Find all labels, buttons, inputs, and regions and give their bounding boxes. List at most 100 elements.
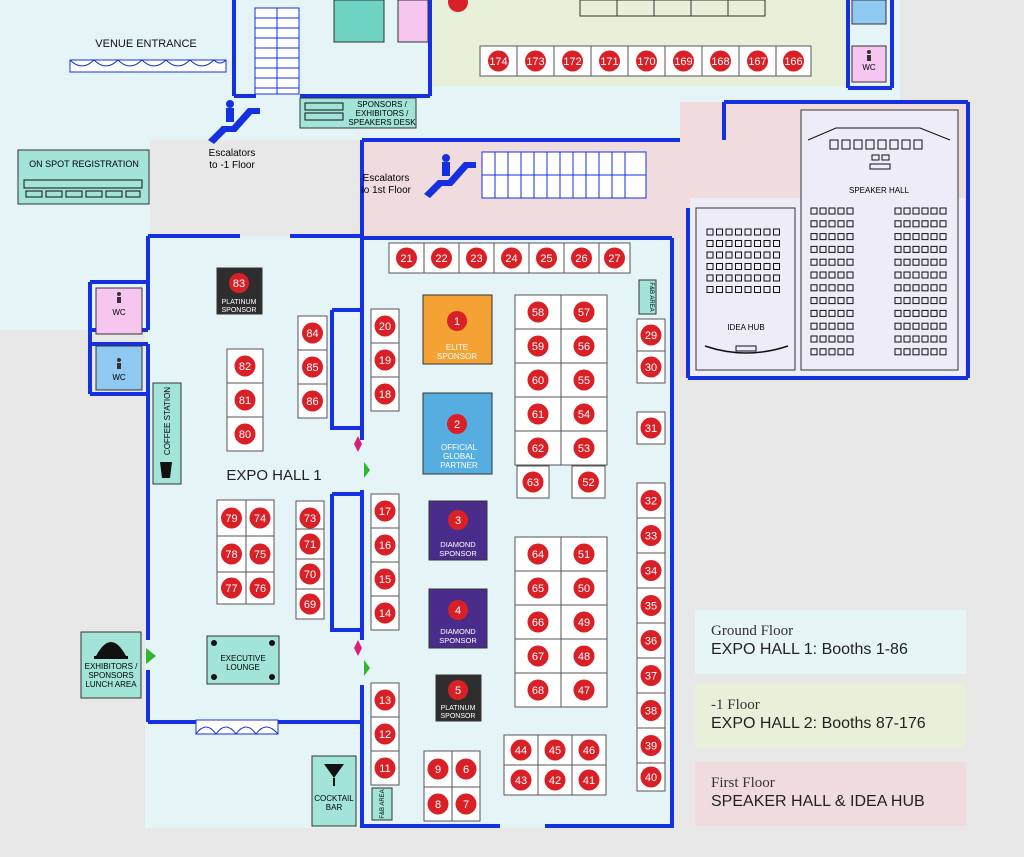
wc-pink[interactable]: WC xyxy=(95,287,143,335)
platinum-sponsor-booth-5[interactable]: 5 PLATINUM SPONSOR xyxy=(435,674,482,722)
booth-22[interactable]: 22 xyxy=(423,242,460,274)
booth-36[interactable]: 36 xyxy=(636,622,666,659)
fb-area-bottom[interactable]: F&B AREA xyxy=(371,787,393,821)
booth-7[interactable]: 7 xyxy=(451,786,481,822)
booth-27[interactable]: 27 xyxy=(598,242,631,274)
booth-53[interactable]: 53 xyxy=(560,430,608,466)
booth-60[interactable]: 60 xyxy=(514,362,562,398)
booth-8[interactable]: 8 xyxy=(423,786,453,822)
booth-170[interactable]: 170 xyxy=(627,45,666,77)
booth-75[interactable]: 75 xyxy=(245,535,275,573)
speaker-hall[interactable]: SPEAKER HALL xyxy=(800,109,959,371)
booth-67[interactable]: 67 xyxy=(514,638,562,674)
booth-17[interactable]: 17 xyxy=(370,493,400,529)
booth-78[interactable]: 78 xyxy=(216,535,247,573)
booth-18[interactable]: 18 xyxy=(370,376,400,412)
idea-hub[interactable]: IDEA HUB xyxy=(695,207,796,371)
booth-68[interactable]: 68 xyxy=(514,672,562,708)
booth-9[interactable]: 9 xyxy=(423,750,453,788)
platinum-sponsor-booth-83[interactable]: 83 PLATINUM SPONSOR xyxy=(216,267,263,315)
booth-79[interactable]: 79 xyxy=(216,499,247,537)
booth-63[interactable]: 63 xyxy=(516,465,550,499)
booth-66[interactable]: 66 xyxy=(514,604,562,640)
cocktail-bar[interactable]: COCKTAIL BAR xyxy=(311,755,357,827)
booth-40[interactable]: 40 xyxy=(636,762,666,792)
fb-area-top[interactable]: F&B AREA xyxy=(638,279,657,315)
booth-64[interactable]: 64 xyxy=(514,536,562,572)
booth-166[interactable]: 166 xyxy=(775,45,812,77)
executive-lounge[interactable]: EXECUTIVE LOUNGE xyxy=(206,635,280,685)
booth-59[interactable]: 59 xyxy=(514,328,562,364)
wc-blue[interactable]: WC xyxy=(95,345,143,391)
booth-70[interactable]: 70 xyxy=(295,558,325,590)
booth-55[interactable]: 55 xyxy=(560,362,608,398)
booth-20[interactable]: 20 xyxy=(370,308,400,344)
booth-172[interactable]: 172 xyxy=(553,45,592,77)
booth-33[interactable]: 33 xyxy=(636,517,666,554)
booth-41[interactable]: 41 xyxy=(571,764,607,796)
booth-30[interactable]: 30 xyxy=(636,350,666,384)
booth-35[interactable]: 35 xyxy=(636,587,666,624)
booth-45[interactable]: 45 xyxy=(537,734,573,766)
booth-37[interactable]: 37 xyxy=(636,657,666,694)
booth-14[interactable]: 14 xyxy=(370,595,400,631)
official-global-partner-booth[interactable]: 2 OFFICIAL GLOBAL PARTNER xyxy=(422,392,493,475)
booth-74[interactable]: 74 xyxy=(245,499,275,537)
booth-43[interactable]: 43 xyxy=(503,764,539,796)
booth-25[interactable]: 25 xyxy=(528,242,565,274)
booth-38[interactable]: 38 xyxy=(636,692,666,729)
diamond-sponsor-booth-4[interactable]: 4 DIAMOND SPONSOR xyxy=(428,588,488,649)
booth-174[interactable]: 174 xyxy=(479,45,518,77)
booth-167[interactable]: 167 xyxy=(738,45,777,77)
booth-52[interactable]: 52 xyxy=(571,465,606,499)
booth-62[interactable]: 62 xyxy=(514,430,562,466)
booth-80[interactable]: 80 xyxy=(226,416,264,452)
exhibitors-sponsors-lunch-area[interactable]: EXHIBITORS / SPONSORS LUNCH AREA xyxy=(80,631,142,699)
booth-24[interactable]: 24 xyxy=(493,242,530,274)
booth-23[interactable]: 23 xyxy=(458,242,495,274)
booth-46[interactable]: 46 xyxy=(571,734,607,766)
booth-39[interactable]: 39 xyxy=(636,727,666,764)
booth-168[interactable]: 168 xyxy=(701,45,740,77)
booth-32[interactable]: 32 xyxy=(636,482,666,519)
booth-169[interactable]: 169 xyxy=(664,45,703,77)
booth-6[interactable]: 6 xyxy=(451,750,481,788)
booth-31[interactable]: 31 xyxy=(636,411,666,445)
booth-15[interactable]: 15 xyxy=(370,561,400,597)
elite-sponsor-booth[interactable]: 1 ELITE SPONSOR xyxy=(422,294,493,365)
booth-12[interactable]: 12 xyxy=(370,716,400,752)
booth-58[interactable]: 58 xyxy=(514,294,562,330)
booth-65[interactable]: 65 xyxy=(514,570,562,606)
booth-57[interactable]: 57 xyxy=(560,294,608,330)
diamond-sponsor-booth-3[interactable]: 3 DIAMOND SPONSOR xyxy=(428,500,488,561)
booth-42[interactable]: 42 xyxy=(537,764,573,796)
booth-82[interactable]: 82 xyxy=(226,348,264,384)
booth-19[interactable]: 19 xyxy=(370,342,400,378)
booth-171[interactable]: 171 xyxy=(590,45,629,77)
booth-21[interactable]: 21 xyxy=(388,242,425,274)
booth-84[interactable]: 84 xyxy=(297,315,328,351)
booth-47[interactable]: 47 xyxy=(560,672,608,708)
booth-56[interactable]: 56 xyxy=(560,328,608,364)
booth-34[interactable]: 34 xyxy=(636,552,666,589)
wc-top-right[interactable]: WC xyxy=(851,45,887,83)
booth-81[interactable]: 81 xyxy=(226,382,264,418)
booth-11[interactable]: 11 xyxy=(370,750,400,786)
booth-16[interactable]: 16 xyxy=(370,527,400,563)
booth-51[interactable]: 51 xyxy=(560,536,608,572)
on-spot-registration[interactable]: ON SPOT REGISTRATION xyxy=(17,149,150,205)
booth-77[interactable]: 77 xyxy=(216,571,247,605)
booth-50[interactable]: 50 xyxy=(560,570,608,606)
booth-85[interactable]: 85 xyxy=(297,349,328,385)
booth-48[interactable]: 48 xyxy=(560,638,608,674)
booth-13[interactable]: 13 xyxy=(370,682,400,718)
booth-29[interactable]: 29 xyxy=(636,318,666,352)
booth-44[interactable]: 44 xyxy=(503,734,539,766)
booth-173[interactable]: 173 xyxy=(516,45,555,77)
coffee-station[interactable]: COFFEE STATION xyxy=(152,382,182,485)
booth-69[interactable]: 69 xyxy=(295,588,325,620)
booth-54[interactable]: 54 xyxy=(560,396,608,432)
booth-86[interactable]: 86 xyxy=(297,383,328,419)
booth-26[interactable]: 26 xyxy=(563,242,600,274)
booth-71[interactable]: 71 xyxy=(295,528,325,560)
